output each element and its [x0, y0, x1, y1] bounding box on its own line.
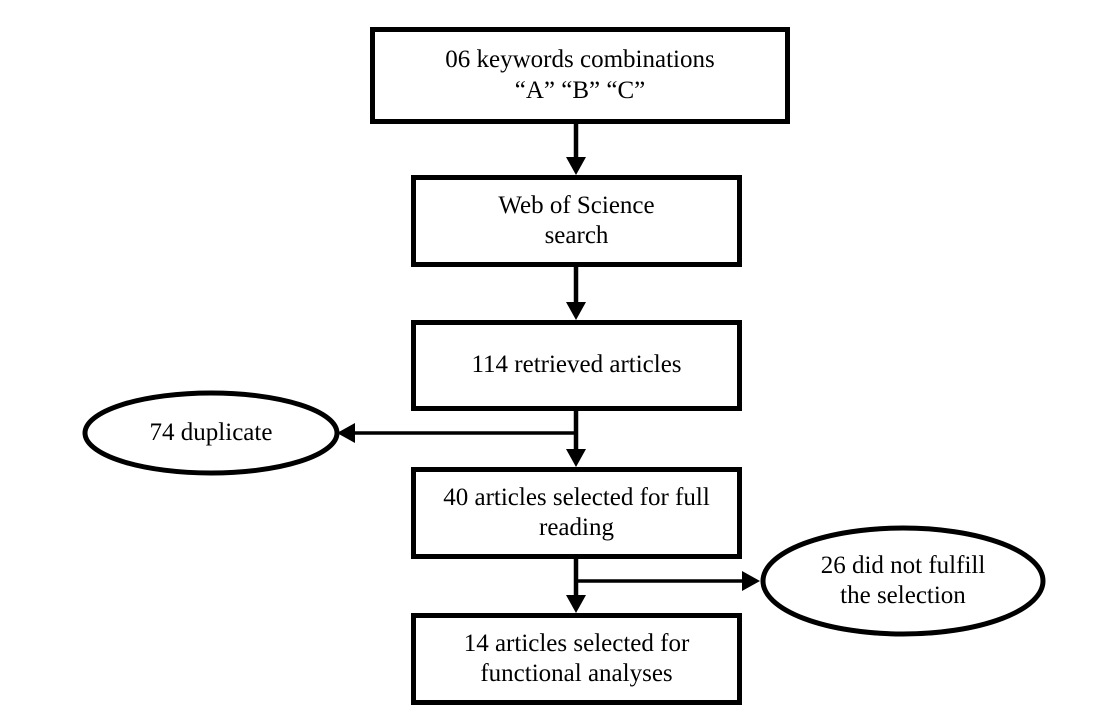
edge-arrow-search-to-retrieved: [566, 302, 586, 320]
node-shape-retrieved: [411, 320, 742, 411]
edge-arrow-retrieved-to-full-reading: [566, 449, 586, 467]
node-shape-keywords: [370, 27, 790, 124]
edge-arrow-retrieved-to-duplicate: [337, 423, 355, 443]
edge-arrow-keywords-to-search: [566, 157, 586, 175]
node-shape-full-reading: [411, 467, 742, 559]
edge-arrow-full-reading-to-functional: [566, 595, 586, 613]
edge-arrow-full-reading-to-not-fulfill: [742, 571, 760, 591]
node-shape-search: [411, 175, 742, 267]
node-shape-duplicate: [82, 390, 340, 476]
node-shape-not-fulfill: [760, 525, 1046, 637]
node-shape-functional: [411, 613, 742, 705]
